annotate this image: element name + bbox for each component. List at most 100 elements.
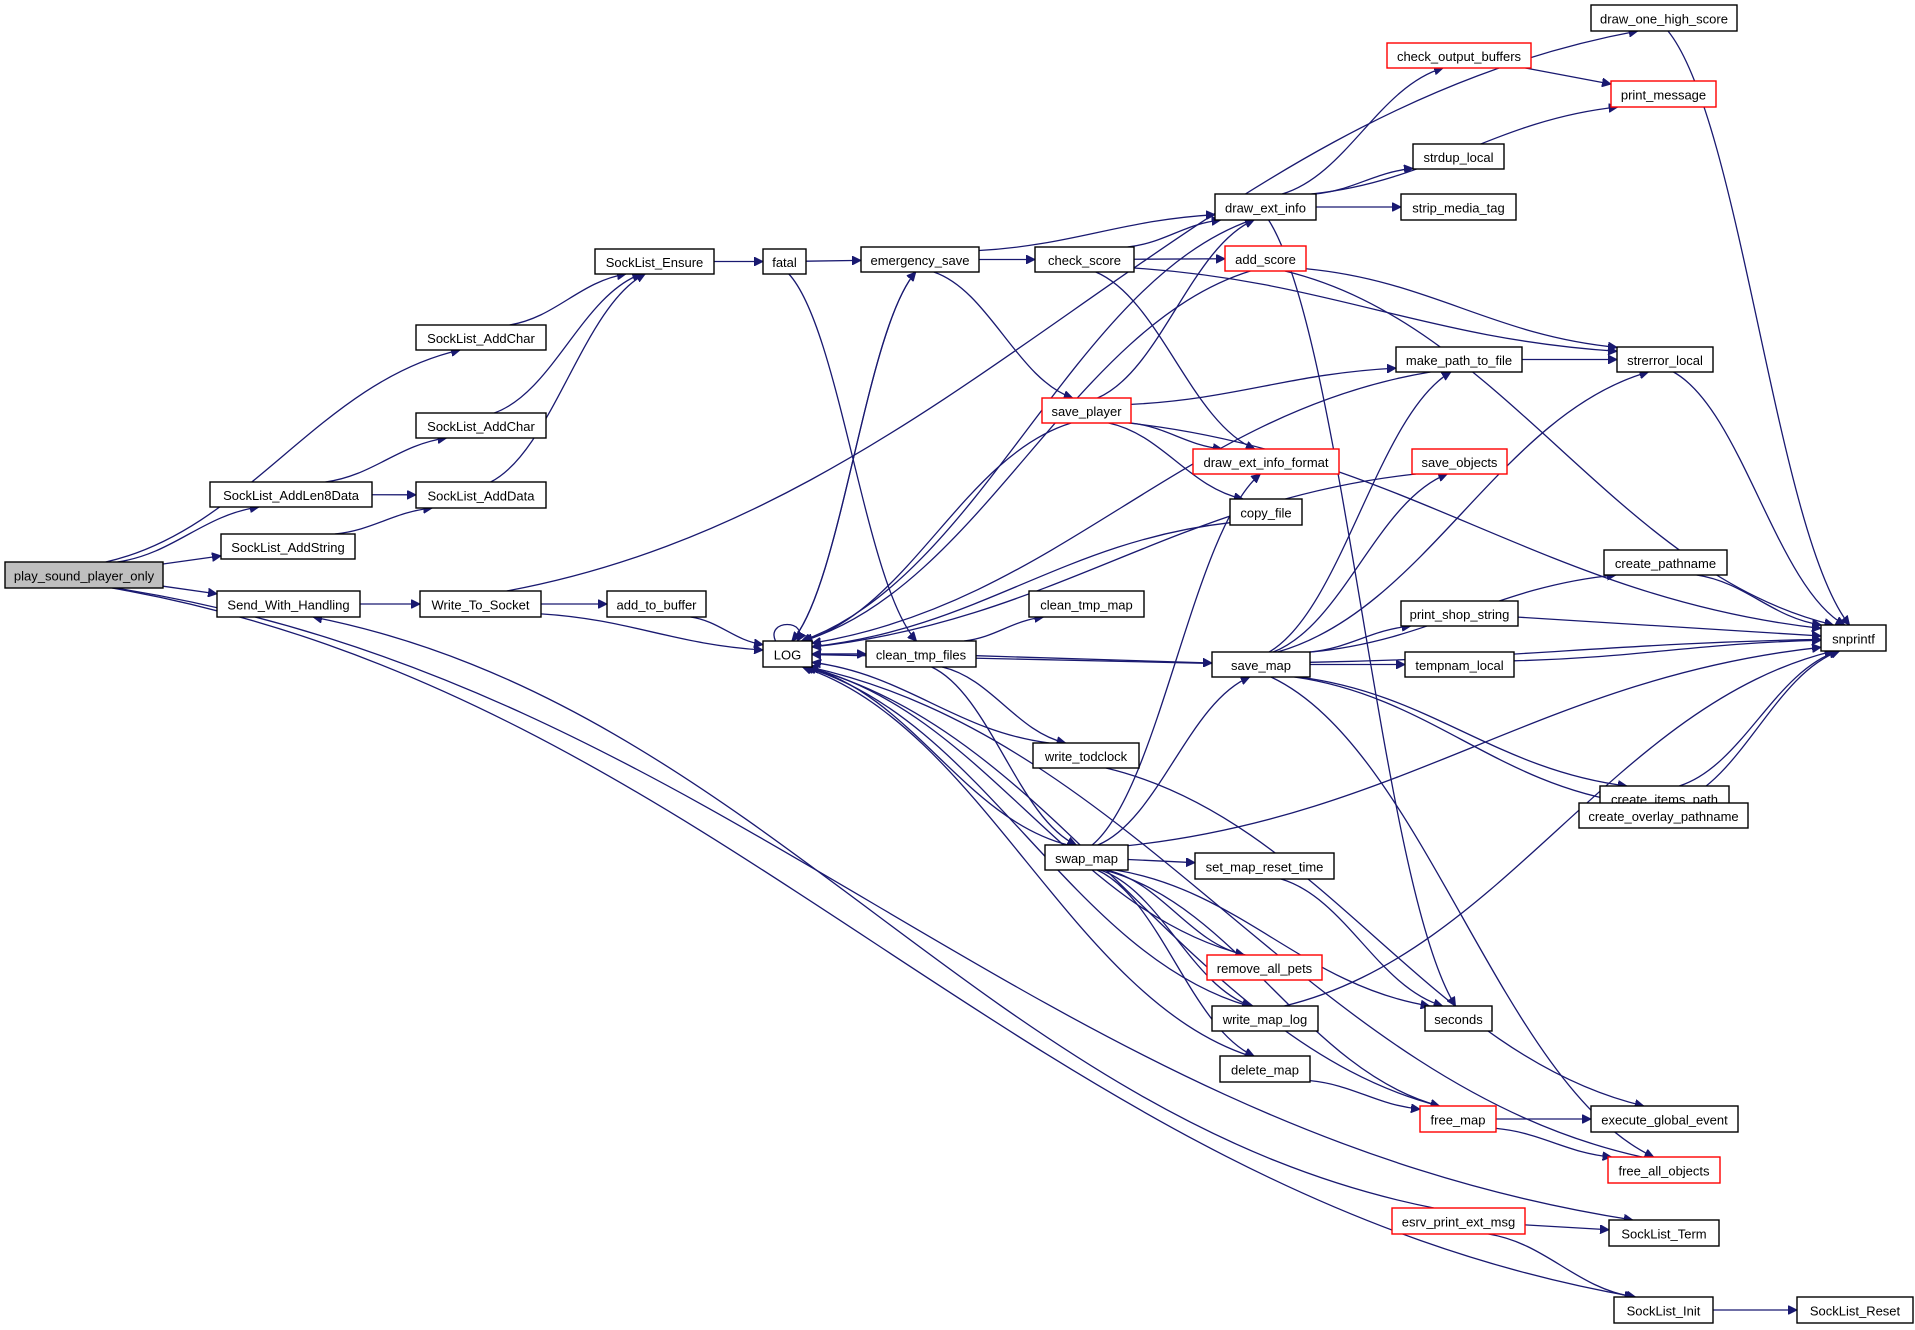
edge-create-items-path-to-snprintf — [1679, 651, 1838, 787]
node-seconds[interactable]: seconds — [1424, 1005, 1493, 1032]
node-emergency-save[interactable]: emergency_save — [860, 246, 980, 273]
node-save-objects[interactable]: save_objects — [1411, 448, 1508, 475]
node-play-sound-player-only[interactable]: play_sound_player_only — [4, 561, 164, 589]
node-box — [1616, 346, 1714, 373]
edge-draw-ext-info-to-check-output-buffers — [1281, 68, 1443, 195]
node-label: remove_all_pets — [1217, 961, 1313, 976]
node-socklist-addchar-2[interactable]: SockList_AddChar — [415, 412, 547, 439]
node-write-todclock[interactable]: write_todclock — [1032, 742, 1140, 769]
node-print-message[interactable]: print_message — [1610, 80, 1717, 108]
edge-play-sound-player-only-to-socklist-addchar-1 — [105, 350, 460, 563]
edge-emergency-save-to-save-player — [933, 271, 1073, 398]
edge-save-map-to-make-path-to-file — [1268, 371, 1451, 653]
edge-swap-map-to-save-map — [1097, 677, 1250, 846]
node-add-to-buffer[interactable]: add_to_buffer — [606, 590, 707, 618]
node-label: check_score — [1048, 253, 1121, 268]
node-label: print_shop_string — [1410, 607, 1510, 622]
node-draw-ext-info[interactable]: draw_ext_info — [1214, 193, 1317, 221]
node-free-all-objects[interactable]: free_all_objects — [1607, 1156, 1721, 1184]
node-box — [1032, 742, 1140, 769]
node-draw-ext-info-format[interactable]: draw_ext_info_format — [1192, 448, 1340, 475]
node-label: free_all_objects — [1618, 1164, 1710, 1179]
node-socklist-reset[interactable]: SockList_Reset — [1796, 1296, 1914, 1324]
node-draw-one-high-score[interactable]: draw_one_high_score — [1590, 4, 1738, 32]
edge-clean-tmp-files-to-swap-map — [931, 666, 1077, 845]
edge-save-map-to-free-all-objects — [1270, 676, 1654, 1157]
node-socklist-ensure[interactable]: SockList_Ensure — [594, 248, 715, 275]
node-box — [220, 533, 356, 560]
node-swap-map[interactable]: swap_map — [1044, 844, 1129, 871]
node-box — [415, 481, 547, 509]
node-delete-map[interactable]: delete_map — [1219, 1055, 1311, 1083]
node-box — [1404, 651, 1515, 678]
edge-set-map-reset-time-to-seconds — [1280, 878, 1443, 1006]
node-set-map-reset-time[interactable]: set_map_reset_time — [1194, 852, 1335, 880]
node-box — [865, 640, 977, 668]
node-clean-tmp-map[interactable]: clean_tmp_map — [1028, 590, 1145, 618]
edge-add-to-buffer-to-log — [690, 616, 763, 645]
edge-emergency-save-to-log — [792, 271, 917, 641]
node-create-pathname[interactable]: create_pathname — [1603, 549, 1728, 576]
node-esrv-print-ext-msg[interactable]: esrv_print_ext_msg — [1391, 1207, 1526, 1235]
node-label: free_map — [1431, 1113, 1486, 1128]
node-label: make_path_to_file — [1406, 353, 1512, 368]
node-log[interactable]: LOG — [762, 640, 813, 668]
node-box — [1608, 1219, 1720, 1247]
edge-swap-map-to-seconds — [1115, 869, 1429, 1006]
node-create-overlay-pathname[interactable]: create_overlay_pathname — [1578, 802, 1749, 829]
node-snprintf[interactable]: snprintf — [1820, 624, 1887, 652]
node-label: set_map_reset_time — [1206, 860, 1324, 875]
node-check-output-buffers[interactable]: check_output_buffers — [1386, 42, 1532, 69]
node-label: SockList_AddData — [428, 489, 536, 504]
node-add-score[interactable]: add_score — [1224, 245, 1307, 272]
node-tempnam-local[interactable]: tempnam_local — [1404, 651, 1515, 678]
node-save-player[interactable]: save_player — [1041, 397, 1132, 424]
edge-socklist-adddata-to-socklist-ensure — [490, 273, 646, 483]
node-execute-global-event[interactable]: execute_global_event — [1590, 1105, 1739, 1133]
node-box — [1590, 4, 1738, 32]
node-box — [1211, 1005, 1319, 1032]
node-strdup-local[interactable]: strdup_local — [1412, 143, 1505, 170]
node-free-map[interactable]: free_map — [1419, 1105, 1497, 1133]
node-write-to-socket[interactable]: Write_To_Socket — [419, 590, 542, 618]
edge-check-score-to-draw-ext-info — [1127, 220, 1221, 248]
node-socklist-term[interactable]: SockList_Term — [1608, 1219, 1720, 1247]
node-make-path-to-file[interactable]: make_path_to_file — [1395, 346, 1523, 373]
edges-layer — [105, 31, 1850, 1310]
node-label: strdup_local — [1423, 150, 1493, 165]
node-clean-tmp-files[interactable]: clean_tmp_files — [865, 640, 977, 668]
edge-save-map-to-save-objects — [1272, 474, 1447, 653]
edge-write-todclock-to-execute-global-event — [1105, 767, 1644, 1106]
node-socklist-init[interactable]: SockList_Init — [1613, 1296, 1714, 1324]
node-save-map[interactable]: save_map — [1211, 651, 1311, 678]
node-socklist-adddata[interactable]: SockList_AddData — [415, 481, 547, 509]
node-socklist-addchar-1[interactable]: SockList_AddChar — [415, 324, 547, 351]
node-copy-file[interactable]: copy_file — [1229, 498, 1303, 526]
edge-esrv-print-ext-msg-to-socklist-term — [1524, 1224, 1609, 1230]
node-label: emergency_save — [871, 253, 970, 268]
node-label: SockList_Ensure — [606, 255, 704, 270]
node-check-score[interactable]: check_score — [1034, 246, 1135, 273]
edge-write-to-socket-to-draw-one-high-score — [506, 31, 1638, 592]
edge-write-todclock-to-log — [812, 662, 1050, 744]
node-box — [1796, 1296, 1914, 1324]
node-send-with-handling[interactable]: Send_With_Handling — [216, 590, 361, 618]
node-strerror-local[interactable]: strerror_local — [1616, 346, 1714, 373]
edge-check-score-to-add-score — [1133, 259, 1225, 260]
node-fatal[interactable]: fatal — [762, 248, 807, 275]
node-label: strip_media_tag — [1412, 201, 1505, 216]
edge-esrv-print-ext-msg-to-socklist-init — [1488, 1233, 1633, 1297]
node-write-map-log[interactable]: write_map_log — [1211, 1005, 1319, 1032]
node-label: execute_global_event — [1601, 1113, 1728, 1128]
node-label: play_sound_player_only — [14, 569, 155, 584]
edge-play-sound-player-only-to-socklist-init — [111, 587, 1636, 1297]
node-box — [1419, 1105, 1497, 1133]
node-socklist-addstring[interactable]: SockList_AddString — [220, 533, 356, 560]
node-print-shop-string[interactable]: print_shop_string — [1400, 600, 1519, 627]
node-remove-all-pets[interactable]: remove_all_pets — [1206, 954, 1323, 981]
edge-socklist-addstring-to-socklist-adddata — [334, 508, 432, 535]
node-box — [1607, 1156, 1721, 1184]
node-strip-media-tag[interactable]: strip_media_tag — [1400, 193, 1517, 221]
node-socklist-addlen8data[interactable]: SockList_AddLen8Data — [209, 481, 373, 508]
